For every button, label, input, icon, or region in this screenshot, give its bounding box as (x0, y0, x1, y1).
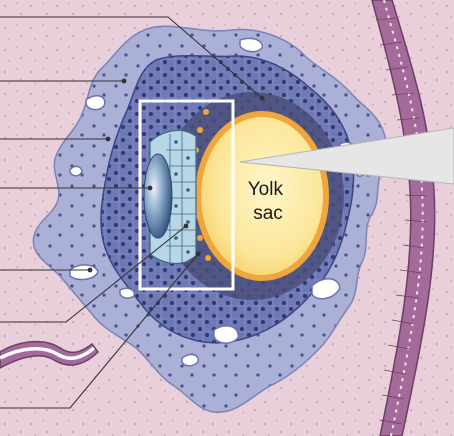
leader-line (0, 253, 199, 409)
leader-lines (0, 16, 263, 409)
amniotic-cavity (143, 153, 173, 239)
highlight-frame (138, 99, 235, 291)
leader-line (0, 225, 187, 323)
yolk-sac-label: Yolk sac (248, 179, 289, 224)
leader-line (0, 16, 263, 99)
zoom-callout-wedge (239, 127, 454, 185)
uterine-epithelium-right-inner (383, 0, 424, 436)
